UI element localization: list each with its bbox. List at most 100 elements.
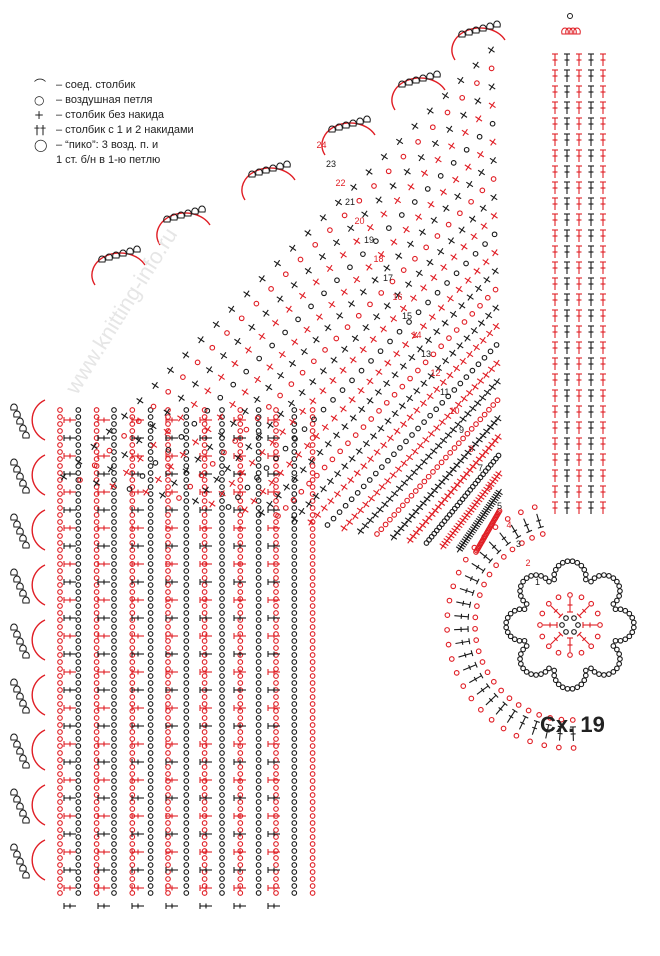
chain-stitch xyxy=(112,478,117,483)
chain-stitch xyxy=(383,522,388,527)
single-crochet-stitch xyxy=(492,420,497,427)
single-crochet-stitch xyxy=(341,252,346,259)
chain-stitch xyxy=(529,574,534,579)
single-crochet-stitch xyxy=(278,372,283,379)
chain-stitch xyxy=(58,639,63,644)
chain-stitch xyxy=(617,652,622,657)
chain-stitch xyxy=(274,569,279,574)
chain-stitch xyxy=(256,492,261,497)
legend-label: – воздушная петля xyxy=(56,93,153,108)
scallop-arc xyxy=(32,840,45,880)
row-number-label: 7 xyxy=(478,463,483,473)
chain-stitch xyxy=(202,499,207,504)
chain-stitch xyxy=(575,685,580,690)
chain-stitch xyxy=(292,429,297,434)
chain-stitch xyxy=(148,786,153,791)
chain-stitch xyxy=(521,598,526,603)
chain-stitch xyxy=(310,576,315,581)
chain-stitch xyxy=(58,716,63,721)
chain-stitch xyxy=(388,339,393,344)
single-crochet-stitch xyxy=(422,458,427,465)
chain-stitch xyxy=(184,828,189,833)
chain-stitch xyxy=(274,478,279,483)
chain-stitch xyxy=(94,611,99,616)
picot-stitch xyxy=(14,631,21,637)
chain-stitch xyxy=(482,582,487,587)
chain-stitch xyxy=(58,667,63,672)
chain-stitch xyxy=(464,261,469,266)
chain-stitch xyxy=(310,758,315,763)
legend-item-picot: ◯ – “пико”: 3 возд. п. и xyxy=(34,138,234,153)
chain-stitch xyxy=(76,891,81,896)
chain-stitch xyxy=(462,320,467,325)
chain-stitch xyxy=(233,439,238,444)
single-crochet-stitch xyxy=(321,388,326,395)
single-crochet-stitch xyxy=(380,484,385,491)
chain-stitch xyxy=(202,681,207,686)
single-crochet-stitch xyxy=(475,400,480,407)
single-crochet-stitch xyxy=(299,508,304,515)
chain-stitch xyxy=(148,527,153,532)
chain-stitch xyxy=(310,807,315,812)
chain-stitch xyxy=(76,632,81,637)
chain-stitch xyxy=(256,527,261,532)
chain-stitch xyxy=(238,863,243,868)
chain-stitch xyxy=(256,849,261,854)
chain-stitch xyxy=(184,429,189,434)
chain-stitch xyxy=(452,388,457,393)
single-crochet-stitch xyxy=(475,268,480,275)
single-crochet-stitch xyxy=(473,441,478,448)
chain-stitch xyxy=(94,891,99,896)
chain-stitch xyxy=(76,485,81,490)
single-crochet-stitch xyxy=(492,213,497,220)
chain-stitch xyxy=(292,730,297,735)
chain-stitch xyxy=(76,646,81,651)
chain-stitch xyxy=(112,828,117,833)
chain-stitch xyxy=(220,527,225,532)
single-crochet-stitch xyxy=(474,62,479,69)
single-crochet-stitch xyxy=(442,264,447,271)
chain-stitch xyxy=(148,618,153,623)
single-crochet-stitch xyxy=(472,327,477,334)
chain-stitch xyxy=(310,513,315,518)
chain-stitch xyxy=(504,620,509,625)
single-crochet-stitch xyxy=(353,513,358,520)
chain-stitch xyxy=(482,412,487,417)
chain-stitch xyxy=(130,716,135,721)
chain-stitch xyxy=(283,330,288,335)
chain-stitch xyxy=(76,506,81,511)
chain-stitch xyxy=(220,590,225,595)
single-crochet-stitch xyxy=(421,323,426,330)
chain-stitch xyxy=(589,644,594,649)
chain-stitch xyxy=(184,611,189,616)
chain-stitch xyxy=(148,821,153,826)
chain-stitch xyxy=(148,562,153,567)
chain-stitch xyxy=(292,618,297,623)
chain-stitch xyxy=(148,625,153,630)
chain-stitch xyxy=(256,863,261,868)
chain-stitch xyxy=(112,702,117,707)
chain-stitch xyxy=(274,408,279,413)
chain-stitch xyxy=(58,877,63,882)
chain-stitch xyxy=(112,583,117,588)
chain-stitch xyxy=(423,360,428,365)
chain-stitch xyxy=(58,408,63,413)
chain-stitch xyxy=(292,653,297,658)
chain-stitch xyxy=(571,746,576,751)
chain-stitch xyxy=(491,403,496,408)
single-crochet-stitch xyxy=(371,336,376,343)
chain-stitch xyxy=(112,520,117,525)
single-crochet-stitch xyxy=(332,357,337,364)
chain-stitch xyxy=(238,807,243,812)
chain-stitch xyxy=(256,723,261,728)
chain-stitch xyxy=(202,716,207,721)
chain-stitch xyxy=(76,702,81,707)
chain-stitch xyxy=(166,856,171,861)
chain-stitch xyxy=(292,541,297,546)
chain-stitch xyxy=(310,786,315,791)
chain-stitch xyxy=(274,660,279,665)
chain-stitch xyxy=(76,863,81,868)
chain-stitch xyxy=(379,527,384,532)
single-crochet-stitch xyxy=(489,47,494,54)
chain-stitch xyxy=(184,674,189,679)
